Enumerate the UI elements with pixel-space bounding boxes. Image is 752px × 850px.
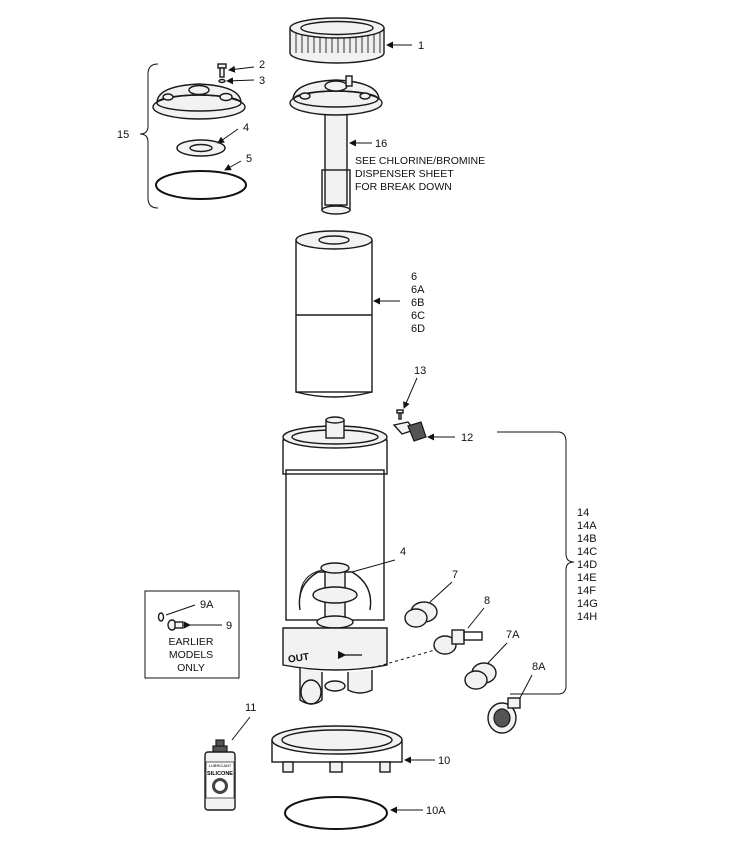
earlier-note-line-1: EARLIER (169, 636, 214, 648)
dashed-alignment-line (371, 649, 436, 669)
label-2: 2 (259, 59, 265, 71)
label-6: 6 (411, 271, 417, 283)
dispenser-note-line-2: DISPENSER SHEET (355, 168, 454, 180)
filter-housing-part-14: OUT (282, 416, 388, 705)
label-1: 1 (418, 40, 424, 52)
label-15: 15 (117, 129, 129, 141)
dispenser-note-line-1: SEE CHLORINE/BROMINE (355, 155, 485, 167)
label-6a: 6A (411, 284, 425, 296)
label-8: 8 (484, 595, 490, 607)
o-ring-part-10a (284, 796, 388, 830)
plug-part-7a (464, 662, 497, 690)
valve-part-8a (487, 697, 521, 734)
dispenser-lid-part-16 (289, 75, 383, 215)
gasket-part-4 (176, 139, 226, 157)
bottle-label-main: SILICONE (207, 771, 233, 777)
cartridge-seat-part-4 (299, 569, 323, 599)
bottle-label-top: LUBRICANT (209, 763, 232, 768)
label-7: 7 (452, 569, 458, 581)
label-10: 10 (438, 755, 450, 767)
earlier-note-line-3: ONLY (177, 662, 205, 674)
label-14d: 14D (577, 559, 597, 571)
valve-part-8 (433, 629, 483, 655)
label-5: 5 (246, 153, 252, 165)
label-14a: 14A (577, 520, 597, 532)
earlier-models-box: 9A 9 EARLIER MODELS ONLY (144, 590, 240, 679)
label-4-housing: 4 (400, 546, 406, 558)
plug-part-7 (404, 601, 438, 628)
bracket-14 (497, 431, 575, 695)
label-16: 16 (375, 138, 387, 150)
label-8a: 8A (532, 661, 546, 673)
label-12: 12 (461, 432, 473, 444)
label-6b: 6B (411, 297, 424, 309)
housing-out-text: OUT (287, 652, 309, 666)
label-14g: 14G (577, 598, 598, 610)
lid-assembly-part-15 (152, 83, 246, 120)
label-9a: 9A (200, 599, 214, 611)
bottom-ring-part-10 (271, 725, 403, 773)
o-ring-part-9a (157, 612, 165, 622)
label-4-top: 4 (243, 122, 249, 134)
dispenser-note-line-3: FOR BREAK DOWN (355, 181, 452, 193)
earlier-note-line-2: MODELS (169, 649, 213, 661)
label-14e: 14E (577, 572, 597, 584)
screw-part-2 (217, 63, 227, 78)
label-14c: 14C (577, 546, 597, 558)
label-13: 13 (414, 365, 426, 377)
label-10a: 10A (426, 805, 446, 817)
label-14: 14 (577, 507, 589, 519)
bracket-15 (139, 63, 159, 209)
label-14b: 14B (577, 533, 597, 545)
label-6d: 6D (411, 323, 425, 335)
o-ring-small-part-3 (218, 78, 226, 84)
label-6c: 6C (411, 310, 425, 322)
label-14h: 14H (577, 611, 597, 623)
leader-lines (217, 41, 533, 814)
label-3: 3 (259, 75, 265, 87)
silicone-bottle-part-11: LUBRICANT SILICONE (204, 739, 236, 811)
cap-part-9 (167, 619, 184, 631)
lock-ring-part-1 (289, 17, 385, 64)
label-7a: 7A (506, 629, 520, 641)
filter-cartridge-part-6 (295, 230, 373, 398)
screw-part-13 (396, 409, 404, 420)
label-9: 9 (226, 620, 232, 632)
o-ring-part-5 (155, 170, 247, 200)
clip-part-12 (392, 421, 427, 442)
label-14f: 14F (577, 585, 596, 597)
label-11: 11 (245, 702, 256, 714)
